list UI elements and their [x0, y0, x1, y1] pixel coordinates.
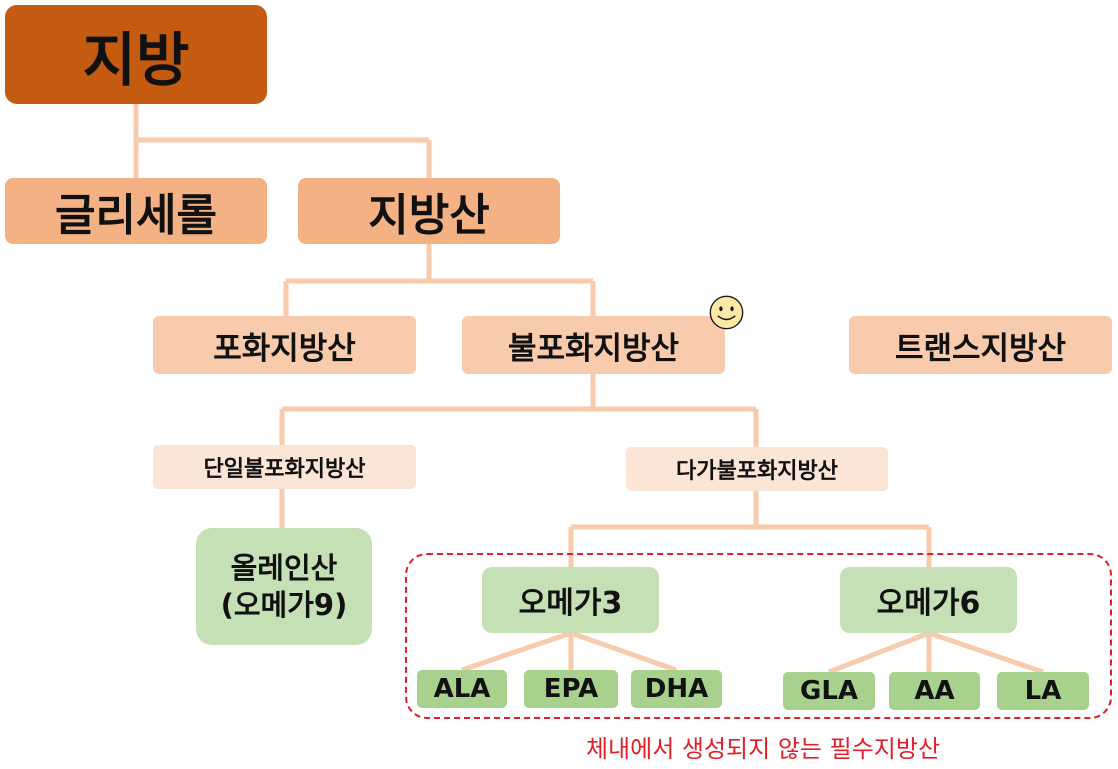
node-epa-label: EPA [543, 674, 599, 704]
node-saturated-label: 포화지방산 [213, 330, 356, 367]
connector-unsaturated [279, 374, 759, 447]
connector-omega6 [828, 630, 1044, 675]
node-fatty-acid: 지방산 [298, 178, 560, 244]
node-polyunsaturated: 다가불포화지방산 [626, 447, 888, 491]
node-gla: GLA [783, 672, 875, 710]
node-fat-label: 지방 [82, 25, 190, 94]
connector-omega3 [461, 630, 677, 673]
node-omega3-label: 오메가3 [518, 586, 623, 621]
node-la: LA [997, 672, 1089, 710]
node-glycerol-label: 글리세롤 [55, 190, 217, 241]
node-dha: DHA [631, 670, 722, 708]
node-saturated: 포화지방산 [153, 316, 416, 374]
node-oleic-acid: 올레인산 (오메가9) [196, 528, 372, 645]
node-ala: ALA [417, 670, 507, 708]
node-aa: AA [889, 672, 980, 710]
node-trans-label: 트랜스지방산 [894, 330, 1067, 367]
node-glycerol: 글리세롤 [5, 178, 267, 244]
smiley-face-icon [709, 295, 744, 330]
node-monounsaturated: 단일불포화지방산 [153, 445, 416, 489]
node-gla-label: GLA [799, 676, 859, 706]
essential-fatty-acid-caption: 체내에서 생성되지 않는 필수지방산 [585, 735, 941, 763]
connector-fatty-acid [283, 244, 596, 316]
node-dha-label: DHA [644, 674, 709, 704]
connector-root [133, 104, 432, 178]
node-unsaturated: 불포화지방산 [462, 316, 725, 374]
node-epa: EPA [524, 670, 618, 708]
node-omega6-label: 오메가6 [876, 586, 981, 621]
node-fatty-acid-label: 지방산 [368, 190, 490, 241]
node-polyunsaturated-label: 다가불포화지방산 [676, 459, 838, 484]
node-monounsaturated-label: 단일불포화지방산 [203, 457, 366, 482]
node-omega3: 오메가3 [482, 567, 659, 633]
node-la-label: LA [1024, 676, 1062, 706]
node-oleic-acid-omega: (오메가9) [220, 587, 348, 622]
connector-poly [568, 491, 932, 567]
node-omega6: 오메가6 [840, 567, 1017, 633]
node-oleic-acid-name: 올레인산 [230, 551, 338, 586]
node-aa-label: AA [914, 676, 955, 706]
node-fat: 지방 [5, 5, 267, 104]
node-trans: 트랜스지방산 [849, 316, 1112, 374]
node-ala-label: ALA [433, 674, 491, 704]
node-unsaturated-label: 불포화지방산 [507, 330, 680, 367]
essential-fatty-acid-region [405, 553, 1112, 719]
